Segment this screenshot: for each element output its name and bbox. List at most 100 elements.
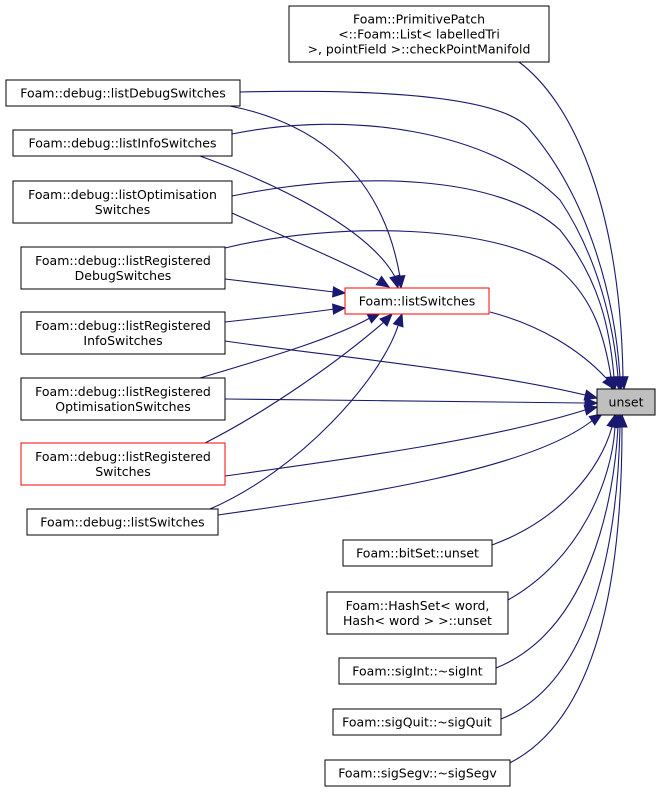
node-box[interactable]	[326, 591, 509, 635]
node-label: unset	[609, 395, 644, 410]
edge-line	[500, 426, 621, 720]
edge-checkpoint-to-unset	[518, 61, 629, 391]
node-listswitches[interactable]: Foam::listSwitches	[344, 287, 490, 315]
node-box[interactable]	[5, 79, 241, 107]
node-hashset[interactable]: Foam::HashSet< word,Hash< word > >::unse…	[326, 591, 509, 635]
edge-line	[229, 105, 401, 278]
edge-arrowhead	[392, 312, 404, 328]
edge-line	[199, 317, 371, 379]
nodes-layer: unset Foam::listSwitches Foam::PrimitivePa…	[5, 5, 656, 787]
edge-sigsegv-to-unset	[492, 413, 628, 771]
node-label: Foam::sigQuit::~sigQuit	[342, 715, 492, 730]
node-label: InfoSwitches	[83, 333, 162, 348]
edge-line	[224, 398, 586, 404]
node-label: Foam::HashSet< word,	[346, 598, 490, 613]
edge-lrdebug-to-listswitches	[224, 278, 347, 298]
edge-line	[231, 212, 379, 281]
node-label: >, pointField >::checkPointManifold	[308, 42, 531, 57]
node-label: Foam::debug::listDebugSwitches	[20, 86, 226, 101]
node-label: Foam::debug::listInfoSwitches	[28, 136, 216, 151]
edge-lropt-to-unset	[224, 397, 599, 409]
node-label: DebugSwitches	[75, 268, 172, 283]
edge-line	[495, 426, 619, 669]
edge-line	[209, 325, 399, 510]
edge-arrowhead	[332, 303, 347, 315]
edge-arrowhead	[332, 286, 347, 298]
node-box[interactable]	[20, 246, 226, 290]
edge-dlsw-to-listswitches	[209, 312, 404, 510]
edge-arrowhead	[583, 404, 599, 416]
node-label: Foam::debug::listRegistered	[35, 253, 211, 268]
edges-layer	[199, 61, 629, 771]
edge-line	[224, 308, 335, 323]
node-label: Foam::debug::listSwitches	[40, 515, 204, 530]
node-box[interactable]	[20, 311, 226, 355]
edge-listswitches-to-unset	[489, 311, 615, 391]
edge-lropt-to-listswitches	[199, 312, 382, 379]
node-box[interactable]	[12, 180, 233, 224]
node-bitset[interactable]: Foam::bitSet::unset	[342, 539, 493, 567]
node-box[interactable]	[596, 388, 656, 416]
edge-arrowhead	[605, 376, 617, 391]
node-box[interactable]	[288, 5, 550, 63]
edge-arrowhead	[389, 274, 401, 290]
node-label: Foam::debug::listRegistered	[35, 318, 211, 333]
node-box[interactable]	[342, 539, 493, 567]
node-label: Foam::listSwitches	[359, 294, 476, 309]
edge-arrowhead	[616, 413, 628, 428]
node-box[interactable]	[12, 129, 233, 157]
edge-sigquit-to-unset	[500, 413, 626, 720]
node-label: Foam::sigInt::~sigInt	[352, 664, 483, 679]
node-box[interactable]	[324, 759, 511, 787]
node-box[interactable]	[20, 442, 226, 486]
node-label: Foam::debug::listOptimisation	[28, 187, 217, 202]
edge-line	[239, 90, 621, 378]
edge-line	[231, 123, 619, 378]
edge-lrinfo-to-unset	[224, 340, 599, 401]
edge-lopt-to-unset	[231, 180, 620, 391]
node-sigint[interactable]: Foam::sigInt::~sigInt	[338, 657, 497, 685]
edge-line	[224, 340, 586, 396]
node-ldebug[interactable]: Foam::debug::listDebugSwitches	[5, 79, 241, 107]
edge-lopt-to-listswitches	[231, 212, 391, 288]
edge-lrsw-to-listswitches	[204, 313, 393, 444]
node-label: Foam::bitSet::unset	[356, 546, 479, 561]
edge-line	[491, 426, 613, 546]
edge-sigint-to-unset	[495, 413, 624, 669]
node-label: Foam::PrimitivePatch	[353, 12, 485, 27]
edge-bitset-to-unset	[491, 413, 618, 546]
node-label: Switches	[95, 464, 151, 479]
edge-lrinfo-to-listswitches	[224, 303, 347, 323]
node-dlsw[interactable]: Foam::debug::listSwitches	[26, 508, 219, 536]
node-box[interactable]	[344, 287, 490, 315]
edge-dlsw-to-unset	[217, 413, 604, 516]
node-sigquit[interactable]: Foam::sigQuit::~sigQuit	[332, 708, 502, 736]
node-sigsegv[interactable]: Foam::sigSegv::~sigSegv	[324, 759, 511, 787]
node-label: Foam::debug::listRegistered	[35, 449, 211, 464]
edge-line	[204, 321, 385, 444]
node-box[interactable]	[26, 508, 219, 536]
node-linfo[interactable]: Foam::debug::listInfoSwitches	[12, 129, 233, 157]
edge-line	[492, 426, 623, 771]
edge-line	[231, 180, 615, 378]
node-lropt[interactable]: Foam::debug::listRegisteredOptimisationS…	[20, 377, 226, 421]
edge-arrowhead	[588, 413, 604, 426]
node-label: Switches	[95, 202, 151, 217]
edge-line	[224, 230, 612, 378]
node-checkpoint[interactable]: Foam::PrimitivePatch<::Foam::List< label…	[288, 5, 550, 63]
node-box[interactable]	[20, 377, 226, 421]
node-box[interactable]	[332, 708, 502, 736]
node-label: Foam::sigSegv::~sigSegv	[338, 766, 497, 781]
node-box[interactable]	[338, 657, 497, 685]
edge-line	[199, 155, 396, 278]
node-label: <::Foam::List< labelledTri	[338, 27, 500, 42]
node-label: OptimisationSwitches	[55, 399, 190, 414]
node-unset[interactable]: unset	[596, 388, 656, 416]
edge-line	[518, 61, 624, 378]
edge-line	[507, 426, 616, 601]
